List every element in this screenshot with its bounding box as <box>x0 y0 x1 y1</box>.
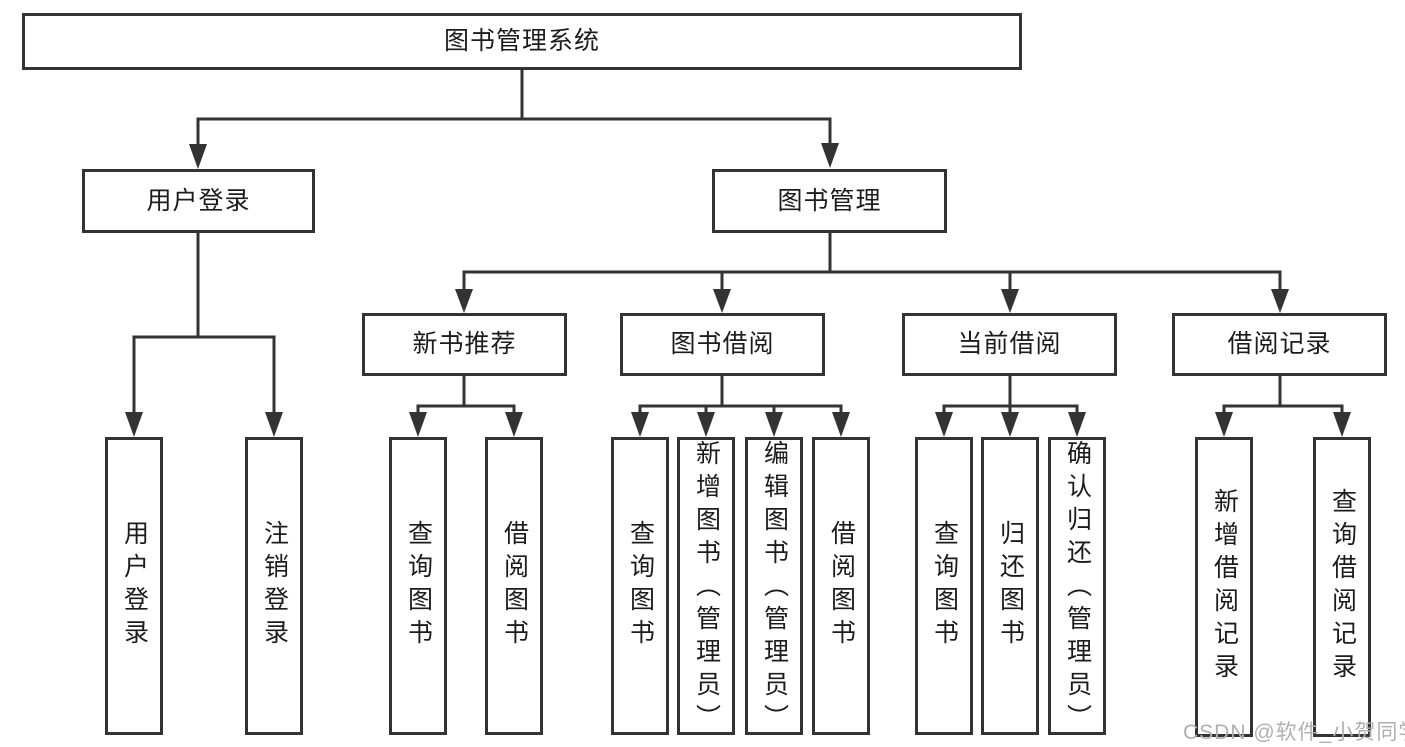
arrow-leaf-add-books <box>697 412 715 437</box>
arrow-leaf-user-login <box>125 412 143 437</box>
node-book-management: 图书管理 <box>712 169 947 233</box>
connector-borrow-records-to-children <box>1222 376 1344 419</box>
leaf-query-books-c: 查询图书 <box>915 437 973 735</box>
arrow-borrow-records <box>1271 289 1289 313</box>
connector-book-borrow-to-children <box>638 376 843 419</box>
connector-current-borrow-to-children <box>942 376 1079 419</box>
node-book-borrow: 图书借阅 <box>620 313 825 376</box>
node-library-system: 图书管理系统 <box>22 13 1022 70</box>
arrow-leaf-borrow-books-a <box>505 412 523 437</box>
node-borrow-records-label: 借阅记录 <box>1227 330 1332 358</box>
leaf-query-books-a: 查询图书 <box>389 437 447 735</box>
arrow-leaf-add-record <box>1215 412 1233 437</box>
connector-book-mgmt-to-level3 <box>462 233 1282 294</box>
arrow-leaf-edit-books <box>765 412 783 437</box>
arrow-new-books <box>455 289 473 313</box>
node-user-login-group-label: 用户登录 <box>146 186 251 215</box>
connector-new-books-to-children <box>416 376 516 419</box>
arrow-user-login <box>189 144 207 169</box>
arrow-leaf-borrow-books-b <box>832 412 850 437</box>
leaf-query-books-a-label: 查询图书 <box>404 520 433 652</box>
node-current-borrow: 当前借阅 <box>902 313 1117 376</box>
node-book-management-label: 图书管理 <box>777 186 882 215</box>
arrow-current-borrow <box>1001 289 1019 313</box>
arrow-leaf-query-books-b <box>631 412 649 437</box>
leaf-borrow-books-a: 借阅图书 <box>485 437 543 735</box>
csdn-watermark: CSDN @软件_小贺同学 <box>1183 721 1405 744</box>
leaf-edit-books-admin: 编辑图书（管理员） <box>745 437 803 737</box>
leaf-add-books-admin-label: 新增图书（管理员） <box>692 440 721 737</box>
leaf-query-books-c-label: 查询图书 <box>930 520 959 652</box>
leaf-return-books-label: 归还图书 <box>996 520 1025 652</box>
leaf-user-login: 用户登录 <box>105 437 163 735</box>
node-new-book-recommend: 新书推荐 <box>362 313 567 376</box>
leaf-borrow-books-b: 借阅图书 <box>812 437 870 735</box>
leaf-logout-label: 注销登录 <box>260 520 289 652</box>
arrow-leaf-return-books <box>1001 412 1019 437</box>
arrow-leaf-logout <box>265 412 283 437</box>
arrow-leaf-query-books-a <box>409 412 427 437</box>
node-book-borrow-label: 图书借阅 <box>670 330 775 358</box>
leaf-return-books: 归还图书 <box>981 437 1039 735</box>
node-new-book-recommend-label: 新书推荐 <box>412 330 517 358</box>
leaf-query-borrow-record-label: 查询借阅记录 <box>1328 488 1357 686</box>
leaf-query-books-b-label: 查询图书 <box>626 520 655 652</box>
node-current-borrow-label: 当前借阅 <box>957 330 1062 358</box>
arrow-leaf-query-books-c <box>935 412 953 437</box>
leaf-borrow-books-a-label: 借阅图书 <box>500 520 529 652</box>
leaf-user-login-label: 用户登录 <box>120 520 149 652</box>
leaf-borrow-books-b-label: 借阅图书 <box>827 520 856 652</box>
arrow-book-mgmt <box>821 143 839 168</box>
leaf-query-borrow-record: 查询借阅记录 <box>1313 437 1371 737</box>
node-user-login-group: 用户登录 <box>82 169 315 233</box>
node-borrow-records: 借阅记录 <box>1172 313 1387 376</box>
leaf-confirm-return-admin: 确认归还（管理员） <box>1048 437 1106 737</box>
leaf-add-borrow-record: 新增借阅记录 <box>1195 437 1253 737</box>
connector-root-to-level2 <box>196 70 832 150</box>
arrow-book-borrow <box>713 289 731 313</box>
leaf-logout: 注销登录 <box>245 437 303 735</box>
arrow-leaf-query-record <box>1333 412 1351 437</box>
arrow-leaf-confirm-return <box>1068 412 1086 437</box>
leaf-add-borrow-record-label: 新增借阅记录 <box>1210 488 1239 686</box>
connector-user-login-to-children <box>132 233 276 418</box>
leaf-query-books-b: 查询图书 <box>611 437 669 735</box>
leaf-add-books-admin: 新增图书（管理员） <box>677 437 735 737</box>
leaf-edit-books-admin-label: 编辑图书（管理员） <box>760 440 789 737</box>
leaf-confirm-return-admin-label: 确认归还（管理员） <box>1063 440 1092 737</box>
node-library-system-label: 图书管理系统 <box>443 27 600 55</box>
